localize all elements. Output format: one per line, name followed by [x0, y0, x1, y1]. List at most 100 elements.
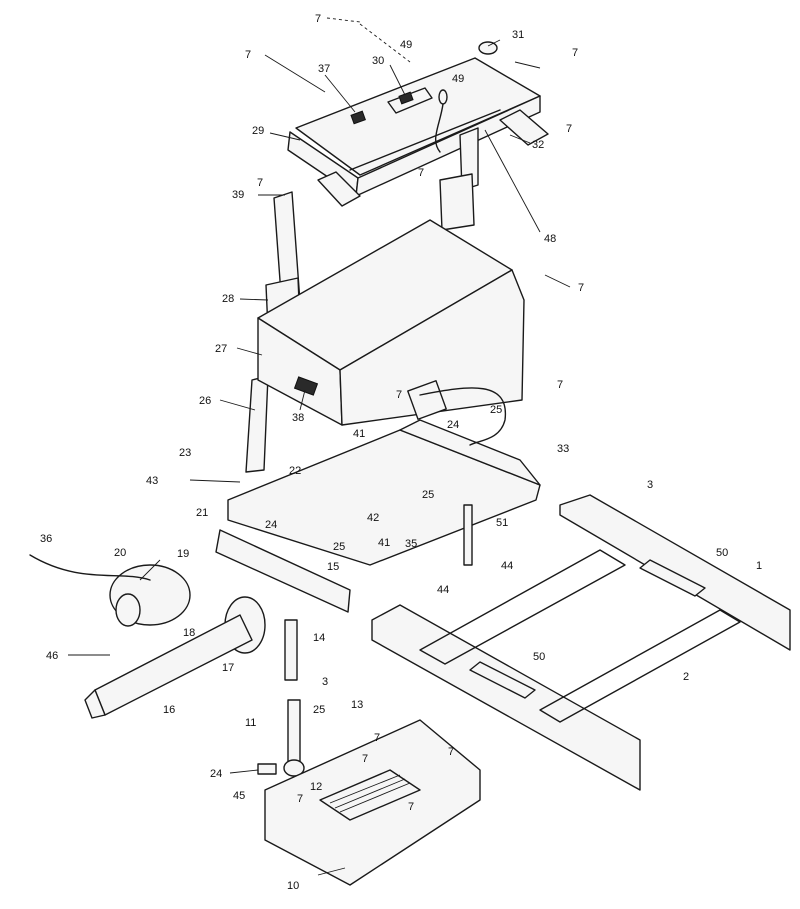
- label-25: 25: [490, 404, 502, 416]
- label-44: 44: [437, 584, 449, 596]
- label-7: 7: [396, 389, 402, 401]
- label-42: 42: [367, 512, 379, 524]
- label-30: 30: [372, 55, 384, 67]
- label-26: 26: [199, 395, 211, 407]
- label-48: 48: [544, 233, 556, 245]
- label-15: 15: [327, 561, 339, 573]
- cross-member-1: [419, 549, 626, 665]
- motor-end: [115, 593, 141, 627]
- label-12: 12: [310, 781, 322, 793]
- callout-labels: 7 49 31 7 37 30 49 7 7 29 32 7 7 39 48 7…: [40, 13, 762, 892]
- label-13: 13: [351, 699, 363, 711]
- right-boot: [439, 173, 475, 231]
- console-crossbar: [349, 109, 501, 171]
- label-3: 3: [647, 479, 653, 491]
- rear-rod: [463, 504, 473, 566]
- motor-hood: [257, 219, 525, 426]
- lift-screw: [287, 699, 301, 763]
- label-24: 24: [447, 419, 459, 431]
- lift-components: [257, 504, 473, 777]
- left-handrail-bracket: [317, 171, 361, 207]
- label-39: 39: [232, 189, 244, 201]
- pan-body: [264, 719, 481, 886]
- decal-right: [639, 559, 706, 597]
- label-50: 50: [716, 547, 728, 559]
- label-25: 25: [422, 489, 434, 501]
- label-50: 50: [533, 651, 545, 663]
- label-11: 11: [245, 717, 256, 729]
- display-window: [387, 87, 433, 114]
- left-rail: [371, 604, 641, 791]
- console-assembly: [287, 41, 549, 207]
- label-35: 35: [405, 538, 417, 550]
- label-49: 49: [400, 39, 412, 51]
- label-28: 28: [222, 293, 234, 305]
- left-upright-lower: [245, 375, 269, 473]
- label-25: 25: [313, 704, 325, 716]
- label-7: 7: [578, 282, 584, 294]
- label-29: 29: [252, 125, 264, 137]
- hood-side: [339, 269, 525, 426]
- label-32: 32: [532, 139, 544, 151]
- label-7: 7: [257, 177, 263, 189]
- motor-cord: [29, 554, 151, 581]
- label-38: 38: [292, 412, 304, 424]
- label-7: 7: [557, 379, 563, 391]
- label-22: 22: [289, 465, 301, 477]
- roller-tip: [84, 689, 106, 719]
- label-7: 7: [362, 753, 368, 765]
- hood-vent: [293, 376, 319, 396]
- console-wire: [435, 103, 444, 153]
- label-37: 37: [318, 63, 330, 75]
- label-49: 49: [452, 73, 464, 85]
- cross-member-2: [539, 609, 741, 723]
- label-7: 7: [374, 732, 380, 744]
- leader-lines: [68, 17, 571, 876]
- connector: [438, 89, 448, 105]
- label-7: 7: [297, 793, 303, 805]
- label-7: 7: [315, 13, 321, 25]
- label-27: 27: [215, 343, 227, 355]
- label-10: 10: [287, 880, 299, 892]
- lift-nut: [283, 759, 305, 777]
- label-41: 41: [353, 428, 365, 440]
- label-41: 41: [378, 537, 390, 549]
- knob: [478, 41, 498, 55]
- label-36: 36: [40, 533, 52, 545]
- label-24: 24: [210, 768, 222, 780]
- label-43: 43: [146, 475, 158, 487]
- label-3: 3: [322, 676, 328, 688]
- label-7: 7: [448, 746, 454, 758]
- lift-bolt: [257, 763, 277, 775]
- label-14: 14: [313, 632, 325, 644]
- lift-bracket: [215, 529, 351, 613]
- label-7: 7: [572, 47, 578, 59]
- label-51: 51: [496, 517, 508, 529]
- handrail-bracket: [499, 109, 549, 146]
- decal-left: [469, 661, 536, 699]
- sensor-block: [407, 380, 447, 420]
- console-front: [355, 95, 541, 197]
- motor-assembly: [29, 554, 266, 719]
- label-25: 25: [333, 541, 345, 553]
- key-switch: [350, 110, 366, 125]
- label-7: 7: [408, 801, 414, 813]
- motor-frame: [215, 380, 541, 613]
- label-2: 2: [683, 671, 689, 683]
- sensor-wire: [419, 387, 507, 446]
- label-1: 1: [756, 560, 762, 572]
- label-24: 24: [265, 519, 277, 531]
- lift-tube: [284, 619, 298, 681]
- label-23: 23: [179, 447, 191, 459]
- label-45: 45: [233, 790, 245, 802]
- motor-pan: [264, 719, 481, 886]
- label-46: 46: [46, 650, 58, 662]
- label-21: 21: [196, 507, 208, 519]
- label-7: 7: [566, 123, 572, 135]
- label-44: 44: [501, 560, 513, 572]
- right-bracket: [399, 419, 541, 486]
- label-31: 31: [512, 29, 524, 41]
- label-7: 7: [245, 49, 251, 61]
